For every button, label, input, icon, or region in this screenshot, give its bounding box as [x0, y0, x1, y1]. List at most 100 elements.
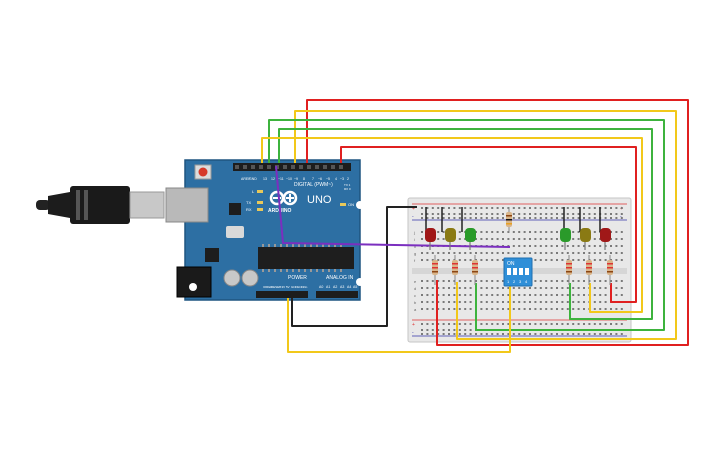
breadboard-hole[interactable]	[469, 213, 472, 215]
breadboard-hole[interactable]	[496, 252, 499, 254]
breadboard-hole[interactable]	[453, 217, 456, 219]
breadboard-hole[interactable]	[593, 333, 596, 335]
breadboard-hole[interactable]	[437, 213, 440, 215]
breadboard-hole[interactable]	[593, 280, 596, 282]
led-green-right[interactable]	[560, 228, 571, 250]
breadboard-hole[interactable]	[480, 217, 483, 219]
wire-green-inner[interactable]	[278, 128, 653, 320]
breadboard-hole[interactable]	[485, 294, 488, 296]
breadboard-hole[interactable]	[539, 207, 542, 209]
breadboard-hole[interactable]	[458, 238, 461, 240]
breadboard-hole[interactable]	[469, 329, 472, 331]
breadboard-hole[interactable]	[534, 252, 537, 254]
breadboard-hole[interactable]	[550, 323, 553, 325]
breadboard-hole[interactable]	[615, 323, 618, 325]
breadboard-hole[interactable]	[583, 252, 585, 254]
breadboard-hole[interactable]	[588, 333, 591, 335]
breadboard-hole[interactable]	[534, 287, 537, 289]
dip-switch-3[interactable]	[519, 268, 523, 275]
breadboard-hole[interactable]	[593, 287, 596, 289]
breadboard-hole[interactable]	[577, 323, 580, 325]
breadboard-hole[interactable]	[583, 294, 585, 296]
breadboard-hole[interactable]	[550, 213, 553, 215]
breadboard-hole[interactable]	[426, 259, 429, 261]
breadboard-hole[interactable]	[539, 294, 542, 296]
breadboard-hole[interactable]	[550, 294, 553, 296]
breadboard-hole[interactable]	[550, 238, 553, 240]
breadboard-hole[interactable]	[491, 323, 494, 325]
breadboard-hole[interactable]	[442, 252, 445, 254]
breadboard-hole[interactable]	[518, 245, 521, 247]
breadboard-hole[interactable]	[431, 252, 434, 254]
breadboard-hole[interactable]	[556, 333, 558, 335]
breadboard-hole[interactable]	[512, 245, 515, 247]
breadboard-hole[interactable]	[502, 287, 504, 289]
breadboard-hole[interactable]	[572, 294, 575, 296]
breadboard-hole[interactable]	[534, 231, 537, 233]
breadboard-hole[interactable]	[485, 301, 488, 303]
breadboard-hole[interactable]	[550, 207, 553, 209]
breadboard-hole[interactable]	[453, 329, 456, 331]
breadboard-hole[interactable]	[556, 301, 558, 303]
breadboard-hole[interactable]	[453, 294, 456, 296]
breadboard-hole[interactable]	[572, 323, 575, 325]
breadboard-hole[interactable]	[539, 238, 542, 240]
breadboard-hole[interactable]	[577, 213, 580, 215]
breadboard-hole[interactable]	[561, 280, 564, 282]
breadboard-hole[interactable]	[502, 252, 504, 254]
breadboard-hole[interactable]	[577, 259, 580, 261]
breadboard-hole[interactable]	[437, 308, 440, 310]
breadboard-hole[interactable]	[437, 329, 440, 331]
breadboard-hole[interactable]	[550, 287, 553, 289]
breadboard-hole[interactable]	[545, 217, 548, 219]
breadboard-hole[interactable]	[556, 231, 558, 233]
breadboard-hole[interactable]	[561, 323, 564, 325]
breadboard-hole[interactable]	[464, 217, 467, 219]
breadboard-hole[interactable]	[485, 287, 488, 289]
breadboard-hole[interactable]	[485, 238, 488, 240]
breadboard-hole[interactable]	[599, 301, 602, 303]
breadboard-hole[interactable]	[512, 213, 515, 215]
breadboard-hole[interactable]	[426, 217, 429, 219]
breadboard-hole[interactable]	[491, 207, 494, 209]
breadboard-hole[interactable]	[620, 207, 623, 209]
breadboard-hole[interactable]	[545, 213, 548, 215]
breadboard-hole[interactable]	[539, 308, 542, 310]
breadboard-hole[interactable]	[502, 238, 504, 240]
breadboard-hole[interactable]	[599, 280, 602, 282]
breadboard-hole[interactable]	[442, 287, 445, 289]
wires[interactable]	[261, 99, 689, 353]
breadboard-hole[interactable]	[566, 308, 569, 310]
breadboard-hole[interactable]	[442, 259, 445, 261]
breadboard-hole[interactable]	[491, 333, 494, 335]
breadboard-hole[interactable]	[502, 207, 504, 209]
breadboard-hole[interactable]	[507, 301, 510, 303]
breadboard-hole[interactable]	[442, 231, 445, 233]
breadboard-hole[interactable]	[464, 252, 467, 254]
breadboard-hole[interactable]	[615, 231, 618, 233]
arduino-board[interactable]: AREF GND 13 12 ~11 ~10 ~9 8 7 ~6 ~5 4 ~3…	[165, 159, 364, 301]
breadboard-hole[interactable]	[593, 217, 596, 219]
breadboard-hole[interactable]	[604, 333, 607, 335]
breadboard-hole[interactable]	[469, 207, 472, 209]
wire-red-inner[interactable]	[340, 146, 637, 303]
breadboard-hole[interactable]	[426, 329, 429, 331]
breadboard-hole[interactable]	[523, 238, 526, 240]
breadboard-hole[interactable]	[480, 301, 483, 303]
breadboard-hole[interactable]	[572, 252, 575, 254]
power-header[interactable]	[256, 291, 308, 298]
breadboard-hole[interactable]	[485, 280, 488, 282]
breadboard-hole[interactable]	[529, 308, 531, 310]
breadboard-hole[interactable]	[458, 217, 461, 219]
breadboard-hole[interactable]	[431, 323, 434, 325]
breadboard-hole[interactable]	[421, 287, 423, 289]
breadboard-hole[interactable]	[480, 252, 483, 254]
breadboard-hole[interactable]	[480, 323, 483, 325]
breadboard-hole[interactable]	[550, 252, 553, 254]
breadboard-hole[interactable]	[480, 207, 483, 209]
breadboard-hole[interactable]	[480, 294, 483, 296]
breadboard-hole[interactable]	[421, 323, 423, 325]
breadboard-hole[interactable]	[523, 308, 526, 310]
breadboard-hole[interactable]	[485, 207, 488, 209]
